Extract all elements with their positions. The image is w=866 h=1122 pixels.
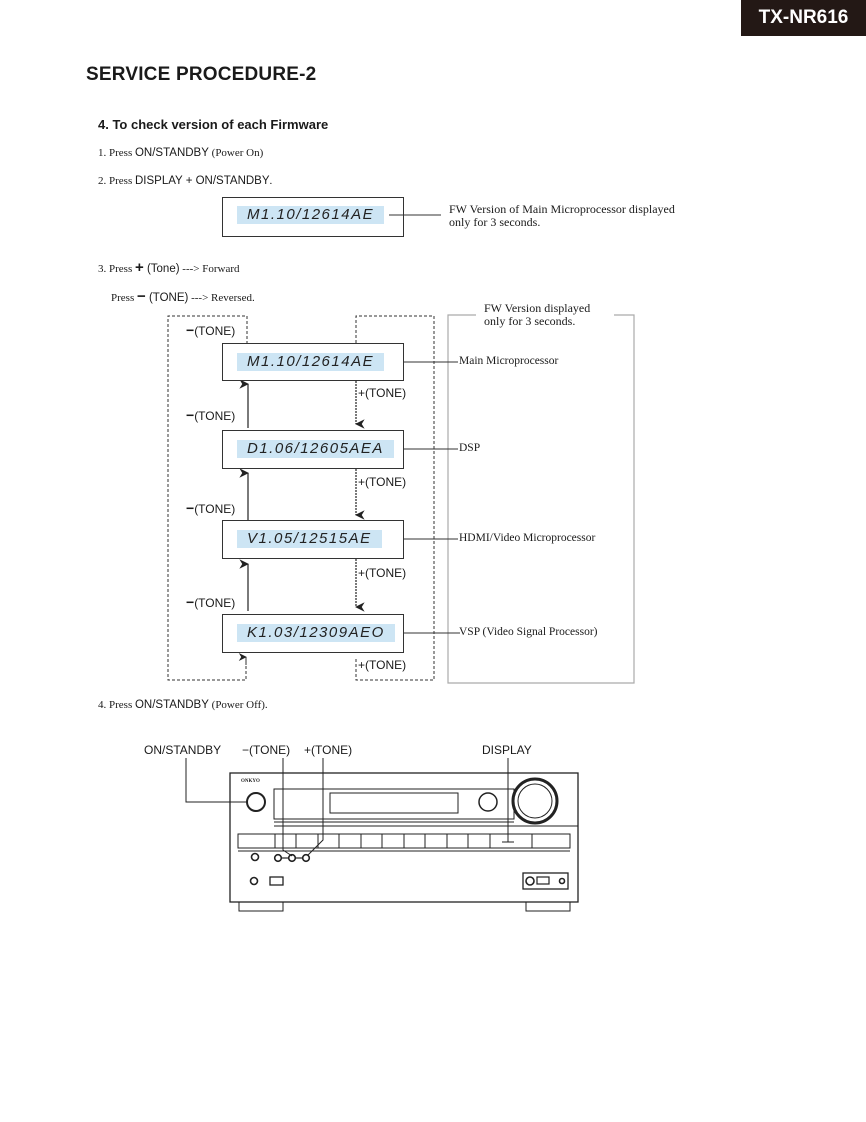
note-line-1: FW Version displayed: [484, 301, 591, 315]
usb-port: [536, 876, 550, 885]
model-badge: TX-NR616: [741, 0, 866, 36]
plus-tone-label: +(TONE): [358, 566, 406, 580]
step-text: ---> Forward: [179, 263, 240, 275]
minus-tone-label: −(TONE): [186, 407, 235, 423]
tone-text: (TONE): [365, 658, 407, 672]
leader-minus-tone: [282, 758, 293, 857]
minus-tone-label: −(TONE): [186, 594, 235, 610]
label-main-microprocessor: Main Microprocessor: [459, 355, 559, 367]
setup-mic-jack: [525, 876, 535, 886]
step-3-reverse: Press − (TONE) ---> Reversed.: [111, 288, 255, 305]
step-text: .: [269, 175, 273, 187]
brand-logo: ONKYO: [241, 779, 260, 784]
tone-text: (TONE): [365, 386, 407, 400]
callout-display: DISPLAY: [482, 743, 532, 757]
step-number: 1. Press: [98, 147, 135, 159]
plus-tone-label: +(TONE): [358, 386, 406, 400]
minus-tone-label: −(TONE): [186, 322, 235, 338]
display-screen: [329, 792, 459, 814]
step-number: Press: [111, 292, 137, 304]
front-aux-panel: [522, 872, 569, 890]
step-number: 2. Press: [98, 175, 135, 187]
page-title: SERVICE PROCEDURE-2: [86, 64, 317, 85]
plus-symbol: +: [134, 259, 144, 276]
key-name: ON/STANDBY: [134, 147, 209, 159]
flow-note: FW Version displayed only for 3 seconds.: [480, 301, 595, 328]
display-value: M1.10/12614AE: [237, 206, 385, 224]
standby-button: [250, 852, 260, 862]
display-value: V1.05/12515AE: [237, 530, 382, 548]
key-name: (TONE): [145, 292, 189, 304]
label-hdmi-video: HDMI/Video Microprocessor: [459, 532, 596, 544]
minus-symbol: −: [186, 407, 195, 423]
note-frame: [447, 314, 635, 684]
key-name: (Tone): [143, 263, 180, 275]
callout-on-standby: ON/STANDBY: [144, 743, 222, 757]
reverse-loop-line: [167, 315, 248, 681]
phones-jack: [249, 876, 259, 886]
volume-knob: [511, 777, 559, 825]
display-dsp: D1.06/12605AEA: [222, 430, 404, 469]
step-number: 3. Press: [98, 263, 135, 275]
label-dsp: DSP: [459, 442, 481, 454]
plus-tone-button: [301, 853, 311, 863]
minus-symbol: −: [186, 322, 195, 338]
display-value: M1.10/12614AE: [237, 353, 385, 371]
callout-minus-tone: −(TONE): [242, 743, 291, 757]
display-hdmi: V1.05/12515AE: [222, 520, 404, 559]
tone-text: (TONE): [194, 596, 236, 610]
display-main: M1.10/12614AE: [222, 343, 404, 381]
minus-tone-label: −(TONE): [186, 500, 235, 516]
step-3-forward: 3. Press + (Tone) ---> Forward: [98, 259, 240, 276]
step-4: 4. Press ON/STANDBY (Power Off).: [98, 699, 268, 711]
leader-on-standby: [185, 758, 247, 803]
note-line-2: only for 3 seconds.: [449, 215, 541, 229]
minus-symbol: −: [136, 288, 146, 305]
tone-text: (TONE): [365, 566, 407, 580]
section-title: 4. To check version of each Firmware: [98, 117, 329, 132]
step-1: 1. Press ON/STANDBY (Power On): [98, 147, 263, 159]
callout-plus-tone: +(TONE): [304, 743, 353, 757]
step-text: ---> Reversed.: [188, 292, 255, 304]
display-value: D1.06/12605AEA: [237, 440, 394, 458]
plus-symbol: +: [358, 658, 366, 672]
aux-jack: [558, 877, 566, 885]
plus-symbol: +: [358, 475, 366, 489]
step-2: 2. Press DISPLAY + ON/STANDBY.: [98, 175, 272, 187]
plus-symbol: +: [358, 386, 366, 400]
tone-text: (TONE): [194, 324, 236, 338]
display-value: K1.03/12309AEO: [237, 624, 395, 642]
label-vsp: VSP (Video Signal Processor): [459, 626, 598, 638]
tone-text: (TONE): [194, 409, 236, 423]
step-text: (Power Off).: [208, 699, 268, 711]
tone-text: (TONE): [365, 475, 407, 489]
minus-symbol: −: [186, 594, 195, 610]
forward-loop-line: [355, 315, 435, 681]
key-name: DISPLAY + ON/STANDBY: [134, 175, 270, 187]
step-text: (Power On): [208, 147, 264, 159]
tone-button: [273, 853, 283, 863]
plus-tone-label: +(TONE): [358, 475, 406, 489]
minus-symbol: −: [186, 500, 195, 516]
initial-display-note: FW Version of Main Microprocessor displa…: [449, 203, 675, 229]
hdmi-port: [269, 876, 284, 886]
initial-display-box: M1.10/12614AE: [222, 197, 404, 237]
tone-knob: [478, 792, 498, 812]
display-vsp: K1.03/12309AEO: [222, 614, 404, 653]
plus-tone-label: +(TONE): [358, 658, 406, 672]
tone-text: (TONE): [194, 502, 236, 516]
note-line-2: only for 3 seconds.: [484, 314, 576, 328]
leader-plus-tone: [307, 758, 324, 856]
plus-symbol: +: [358, 566, 366, 580]
step-number: 4. Press: [98, 699, 135, 711]
key-name: ON/STANDBY: [134, 699, 209, 711]
note-line-1: FW Version of Main Microprocessor displa…: [449, 202, 675, 216]
